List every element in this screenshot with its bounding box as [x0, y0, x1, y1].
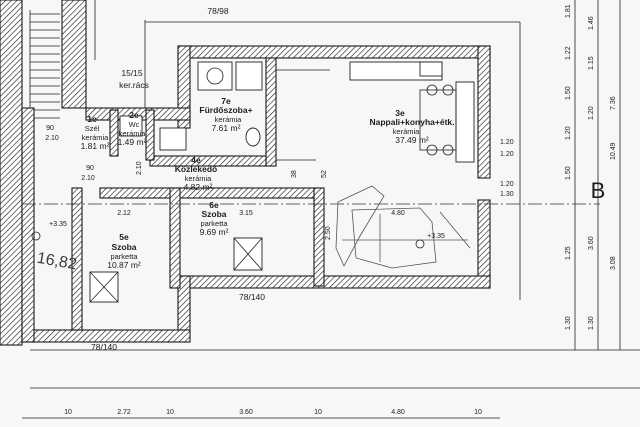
svg-text:38: 38: [291, 170, 298, 178]
room-material: kerámia: [185, 174, 213, 183]
svg-text:10.49: 10.49: [610, 142, 617, 160]
room-area: 10.87 m²: [107, 260, 141, 270]
bottom-left-label: 78/140: [91, 342, 117, 352]
dimension-lines: [22, 0, 640, 419]
svg-text:4.80: 4.80: [391, 210, 405, 217]
walls: [21, 45, 491, 343]
svg-text:10: 10: [314, 409, 322, 416]
room-area: 9.69 m²: [200, 227, 229, 237]
room-id: 5e: [119, 232, 129, 242]
svg-text:1.30: 1.30: [588, 316, 595, 330]
svg-text:1.81: 1.81: [565, 4, 572, 18]
svg-text:3.60: 3.60: [239, 409, 253, 416]
svg-text:10: 10: [166, 409, 174, 416]
bottom-dimensions: 10 2.72 10 3.60 10 4.80 10: [64, 409, 482, 416]
pencil-sketch: [335, 185, 471, 269]
svg-text:2.10: 2.10: [45, 135, 59, 142]
room-area: 4.82 m²: [184, 182, 213, 192]
svg-text:1.25: 1.25: [565, 246, 572, 260]
room-name: Wc: [129, 120, 140, 129]
svg-text:1.20: 1.20: [500, 151, 514, 158]
room-name: Szoba: [111, 242, 136, 252]
svg-text:2.50: 2.50: [325, 226, 332, 240]
room-6e: 6e Szoba parketta 9.69 m²: [200, 200, 229, 237]
svg-text:2.12: 2.12: [117, 210, 131, 217]
level-mark-2: +3.35: [427, 233, 445, 240]
svg-text:1.50: 1.50: [565, 166, 572, 180]
svg-text:10: 10: [474, 409, 482, 416]
corridor-top-label: 78/98: [207, 6, 229, 16]
window-label-2: ker.rács: [119, 80, 149, 90]
svg-text:2.10: 2.10: [136, 161, 143, 175]
room-5e: 5e Szoba parketta 10.87 m²: [107, 232, 141, 270]
room-7e: 7e Fürdőszoba+ kerámia 7.61 m²: [199, 96, 252, 133]
room-id: 3e: [395, 108, 405, 118]
room-name: Nappali+konyha+étk.: [369, 117, 454, 127]
stairwell: [0, 0, 521, 346]
room-area: 1.49 m²: [118, 137, 147, 147]
inner-dimensions: 90 2.10 90 2.10 2.10 2.12 3.15 4.80 2.50…: [45, 125, 514, 240]
room-4e: 4e Közlekedő kerámia 4.82 m²: [175, 155, 218, 192]
room-id: 7e: [221, 96, 231, 106]
room-2e: 2e Wc kerámia 1.49 m²: [118, 110, 147, 147]
svg-text:1.20: 1.20: [565, 126, 572, 140]
right-dimensions: 1.81 1.22 1.50 1.20 1.50 1.25 1.30 1.46 …: [565, 4, 617, 330]
svg-text:90: 90: [46, 125, 54, 132]
room-name: Szoba: [201, 209, 226, 219]
room-material: kerámia: [119, 129, 147, 138]
room-material: kerámia: [215, 115, 243, 124]
svg-text:1.30: 1.30: [565, 316, 572, 330]
handwritten-note: 16,82: [36, 250, 78, 274]
svg-text:2.10: 2.10: [81, 175, 95, 182]
svg-text:1.20: 1.20: [500, 181, 514, 188]
room-material: parketta: [200, 219, 228, 228]
room-id: 2e: [129, 110, 139, 120]
svg-text:7.36: 7.36: [610, 96, 617, 110]
svg-text:1.20: 1.20: [588, 106, 595, 120]
window-label: 15/15: [121, 68, 143, 78]
plan-labels: 78/98 15/15 ker.rács 78/140 78/140 B +3.…: [31, 6, 606, 352]
svg-text:3.15: 3.15: [239, 210, 253, 217]
svg-text:1.22: 1.22: [565, 46, 572, 60]
room-area: 7.61 m²: [212, 123, 241, 133]
svg-text:3.60: 3.60: [588, 236, 595, 250]
svg-text:4.80: 4.80: [391, 409, 405, 416]
svg-text:3.08: 3.08: [610, 256, 617, 270]
svg-text:90: 90: [86, 165, 94, 172]
room-id: 6e: [209, 200, 219, 210]
svg-text:1.46: 1.46: [588, 16, 595, 30]
room-id: 1e: [87, 114, 97, 124]
room-3e: 3e Nappali+konyha+étk. kerámia 37.49 m²: [369, 108, 454, 145]
fixtures: [89, 61, 475, 303]
svg-text:1.20: 1.20: [500, 139, 514, 146]
room-name: Fürdőszoba+: [199, 105, 252, 115]
svg-text:1.30: 1.30: [500, 191, 514, 198]
room-material: kerámia: [393, 127, 421, 136]
room-material: parketta: [110, 252, 138, 261]
bottom-mid-label: 78/140: [239, 292, 265, 302]
room-area: 1.81 m²: [81, 141, 110, 151]
room-1e: 1e Szél kerámia 1.81 m²: [81, 114, 110, 151]
level-mark-1: +3.35: [49, 221, 67, 228]
room-material: kerámia: [82, 133, 110, 142]
room-id: 4e: [191, 155, 201, 165]
room-area: 37.49 m²: [395, 135, 429, 145]
room-name: Közlekedő: [175, 164, 218, 174]
svg-text:52: 52: [321, 170, 328, 178]
svg-text:10: 10: [64, 409, 72, 416]
svg-text:2.72: 2.72: [117, 409, 131, 416]
axis-marker: B: [591, 178, 606, 203]
svg-text:1.50: 1.50: [565, 86, 572, 100]
svg-text:1.15: 1.15: [588, 56, 595, 70]
room-name: Szél: [85, 124, 100, 133]
